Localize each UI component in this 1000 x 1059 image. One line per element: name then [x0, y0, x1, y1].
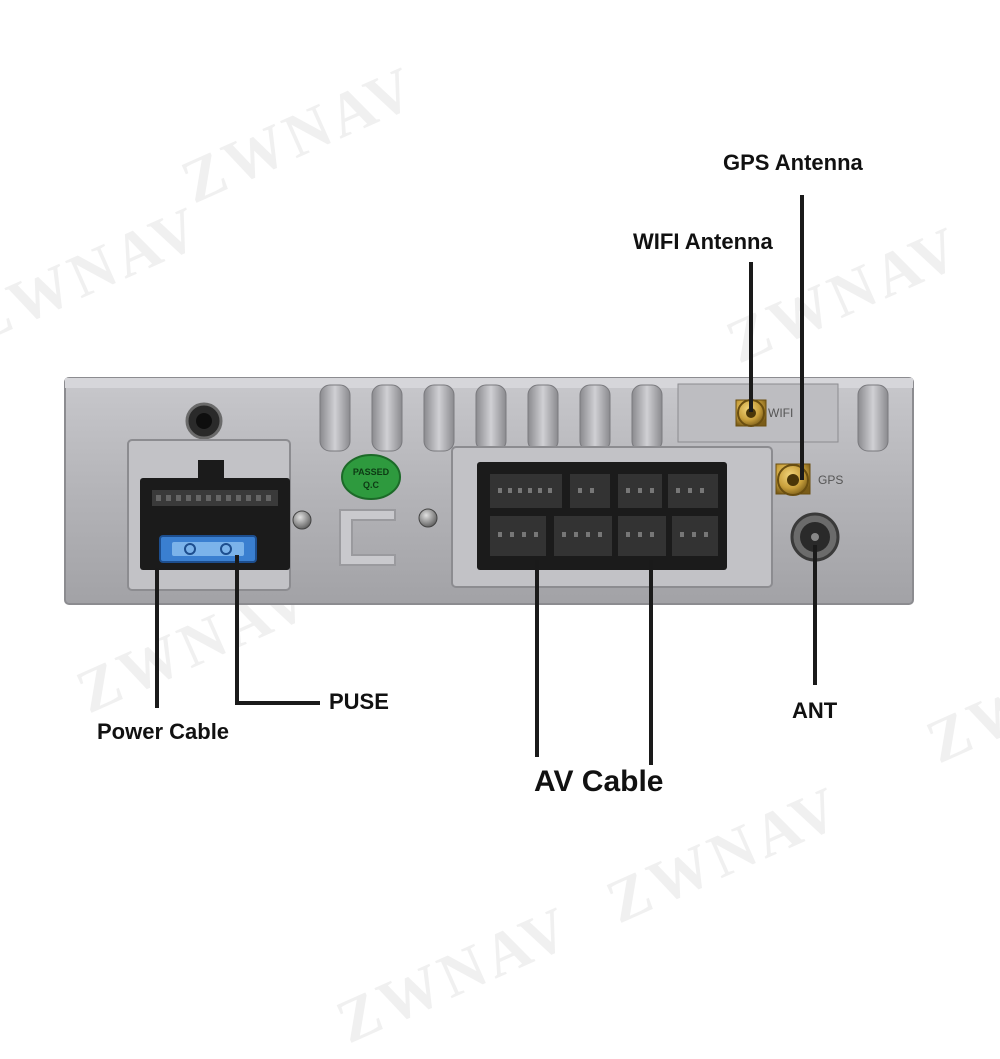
power-cable-label: Power Cable	[97, 719, 230, 744]
ant-leader-line	[813, 545, 817, 685]
ant-label: ANT	[792, 698, 838, 723]
wifi-antenna-label: WIFI Antenna	[633, 229, 773, 254]
svg-text:Q.C: Q.C	[363, 480, 380, 490]
av-connector	[477, 462, 727, 570]
svg-text:WIFI: WIFI	[768, 406, 793, 420]
head-unit-rear-panel: PASSED Q.C	[64, 377, 914, 605]
puse-leader-line-vertical	[235, 555, 239, 705]
svg-text:PASSED: PASSED	[353, 467, 390, 477]
screw	[418, 508, 438, 528]
wifi-antenna-leader-line	[749, 262, 753, 412]
heat-sink-slots	[319, 384, 889, 452]
gps-antenna-label: GPS Antenna	[723, 150, 863, 175]
audio-jack	[185, 402, 223, 440]
screw	[292, 510, 312, 530]
svg-text:GPS: GPS	[818, 473, 843, 487]
av-cable-leader-line-right	[649, 560, 653, 765]
embossed-mark	[339, 509, 396, 566]
av-cable-label: AV Cable	[534, 765, 664, 798]
av-cable-leader-line-left	[535, 560, 539, 757]
gps-antenna-leader-line	[800, 195, 804, 480]
puse-label: PUSE	[329, 689, 389, 714]
power-cable-leader-line	[155, 568, 159, 708]
qc-passed-sticker: PASSED Q.C	[341, 454, 401, 500]
puse-leader-line-horizontal	[235, 701, 320, 705]
fuse	[159, 535, 257, 563]
